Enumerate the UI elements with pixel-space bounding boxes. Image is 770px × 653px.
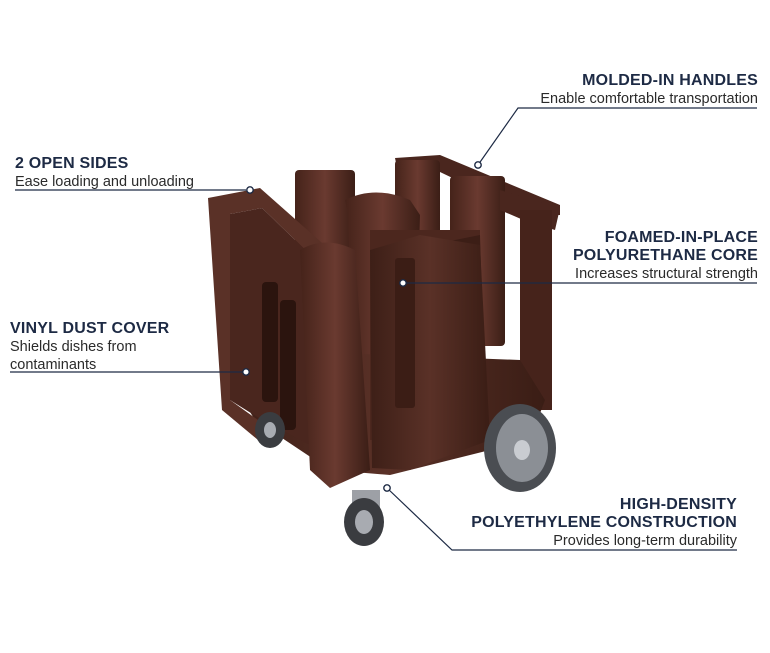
callout-title: 2 OPEN SIDES xyxy=(15,155,129,172)
callout-molded-handles: MOLDED-IN HANDLES Enable comfortable tra… xyxy=(540,72,758,108)
callout-dot-icon xyxy=(383,484,391,492)
callout-foamed-core: FOAMED-IN-PLACE POLYURETHANE CORE Increa… xyxy=(573,229,758,283)
callout-desc: Enable comfortable transportation xyxy=(540,91,758,107)
callout-desc: Provides long-term durability xyxy=(553,533,737,549)
callout-dot-icon xyxy=(242,368,250,376)
callout-dot-icon xyxy=(399,279,407,287)
callout-desc: Increases structural strength xyxy=(575,266,758,282)
callout-title: POLYURETHANE CORE xyxy=(572,247,758,264)
callout-title: POLYETHYLENE CONSTRUCTION xyxy=(471,514,737,531)
callout-title: VINYL DUST COVER xyxy=(10,320,170,337)
callout-dot-icon xyxy=(246,186,254,194)
large-wheel xyxy=(484,404,556,492)
callout-open-sides: 2 OPEN SIDES Ease loading and unloading xyxy=(15,155,194,191)
callout-hdpe: HIGH-DENSITY POLYETHYLENE CONSTRUCTION P… xyxy=(471,496,737,550)
callout-title: FOAMED-IN-PLACE xyxy=(604,229,758,246)
callout-desc: Shields dishes from xyxy=(10,339,137,355)
callout-desc: Ease loading and unloading xyxy=(15,174,194,190)
callout-title: MOLDED-IN HANDLES xyxy=(582,72,758,89)
front-caster-wheel xyxy=(344,490,384,546)
callout-desc: contaminants xyxy=(10,357,97,373)
callout-title: HIGH-DENSITY xyxy=(619,496,737,513)
callout-dot-icon xyxy=(474,161,482,169)
back-caster-wheel xyxy=(255,412,285,448)
callout-dust-cover: VINYL DUST COVER Shields dishes from con… xyxy=(10,320,169,374)
